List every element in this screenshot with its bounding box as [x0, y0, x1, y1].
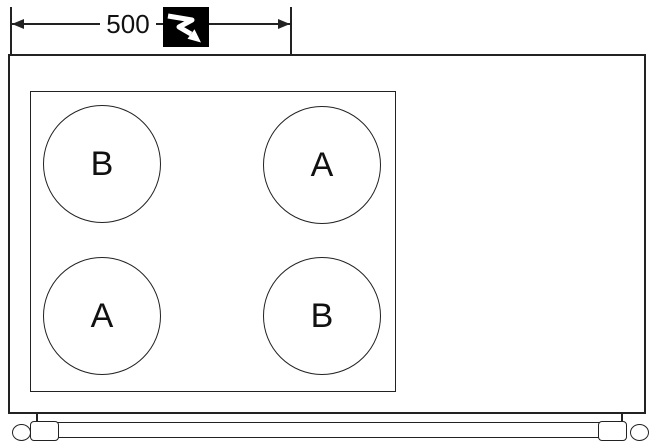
dimension-arrow-left [12, 19, 24, 29]
burner-label: A [310, 145, 334, 184]
cooktop-frame [30, 91, 396, 392]
rail-end-cap-right [630, 424, 649, 441]
burner-bottom-right: B [263, 257, 381, 375]
extension-line-right [290, 7, 292, 55]
rail-mount-tick-left [36, 413, 38, 422]
electric-flash-icon [163, 7, 209, 47]
dimension-arrow-right [278, 19, 290, 29]
burner-label: B [90, 144, 114, 183]
burner-label: A [90, 296, 114, 335]
burner-bottom-left: A [43, 257, 161, 375]
dimension-label: 500 [100, 9, 156, 39]
rail-bracket-right [598, 421, 627, 441]
rail-bracket-left [30, 421, 59, 441]
burner-label: B [310, 296, 334, 335]
extension-line-left [10, 7, 12, 55]
burner-top-left: B [43, 105, 161, 223]
rail-mount-tick-right [621, 413, 623, 422]
burner-top-right: A [263, 106, 381, 224]
rail-end-cap-left [12, 424, 31, 441]
rail-bar [56, 422, 600, 438]
